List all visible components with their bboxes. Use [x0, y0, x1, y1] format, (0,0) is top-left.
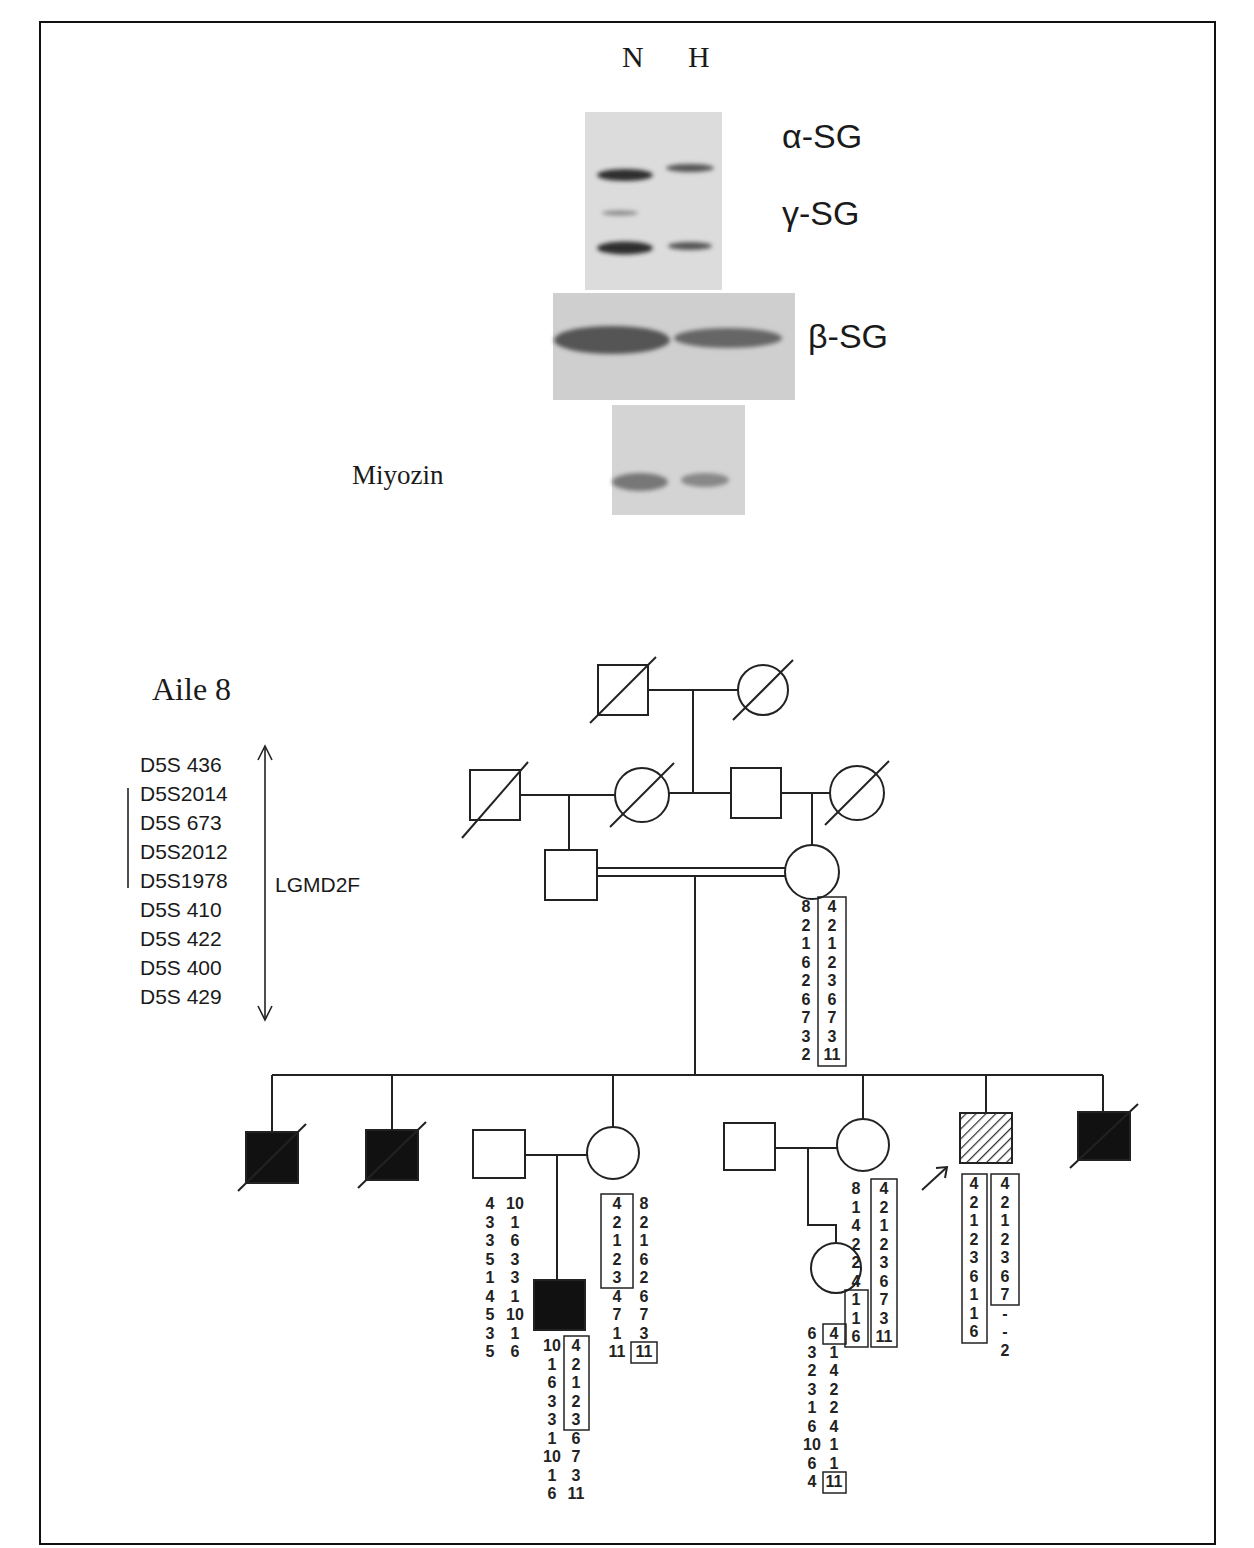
- haplotype-column: 4 2 1 2 3 6 1 1 6: [970, 1175, 979, 1342]
- marker-label: D5S 410: [140, 898, 222, 921]
- haplotype-column: 10 1 6 3 3 1 10 1 6: [543, 1337, 561, 1504]
- haplotype-column: 8 1 4 2 2 4 1 1 6: [852, 1180, 861, 1347]
- haplotype-box: [564, 897, 1019, 1493]
- haplotype-column: 4 2 1 2 3 6 7 3 11: [824, 898, 841, 1065]
- protein-label: γ-SG: [782, 195, 859, 232]
- marker-label: D5S 673: [140, 811, 222, 834]
- page-frame: [40, 22, 1215, 1544]
- marker-arrow: [128, 746, 272, 1020]
- marker-label: D5S 436: [140, 753, 222, 776]
- lane-label: N: [622, 40, 644, 73]
- protein-label: Miyozin: [352, 461, 444, 491]
- haplotype-column: 4 2 1 2 3 6 7 -- 2: [1001, 1175, 1010, 1360]
- protein-label: β-SG: [808, 318, 888, 355]
- haplotype-column: 8 2 1 6 2 6 7 3 11: [636, 1195, 653, 1362]
- family-label: Aile 8: [152, 672, 231, 707]
- protein-label: α-SG: [782, 118, 862, 155]
- marker-label: D5S 422: [140, 927, 222, 950]
- haplotype-column: 4 1 4 2 2 4 1 1 11: [826, 1325, 843, 1492]
- haplotype-column: 6 3 2 3 1 6 10 6 4: [803, 1325, 821, 1492]
- haplotype-column: 4 2 1 2 3 6 7 3 11: [876, 1180, 893, 1347]
- pedigree: [238, 657, 1138, 1330]
- marker-label: D5S2012: [140, 840, 228, 863]
- western-blot: [553, 112, 795, 515]
- locus-label: LGMD2F: [275, 873, 360, 896]
- haplotype-column: 8 2 1 6 2 6 7 3 2: [802, 898, 811, 1065]
- haplotype-column: 4 3 3 5 1 4 5 3 5: [486, 1195, 495, 1362]
- haplotype-column: 10 1 6 3 3 1 10 1 6: [506, 1195, 524, 1362]
- marker-label: D5S2014: [140, 782, 228, 805]
- marker-label: D5S 400: [140, 956, 222, 979]
- lane-label: H: [688, 40, 710, 73]
- haplotype-column: 4 2 1 2 3 4 7 1 11: [609, 1195, 626, 1362]
- marker-label: D5S1978: [140, 869, 228, 892]
- marker-label: D5S 429: [140, 985, 222, 1008]
- haplotype-column: 4 2 1 2 3 6 7 3 11: [568, 1337, 585, 1504]
